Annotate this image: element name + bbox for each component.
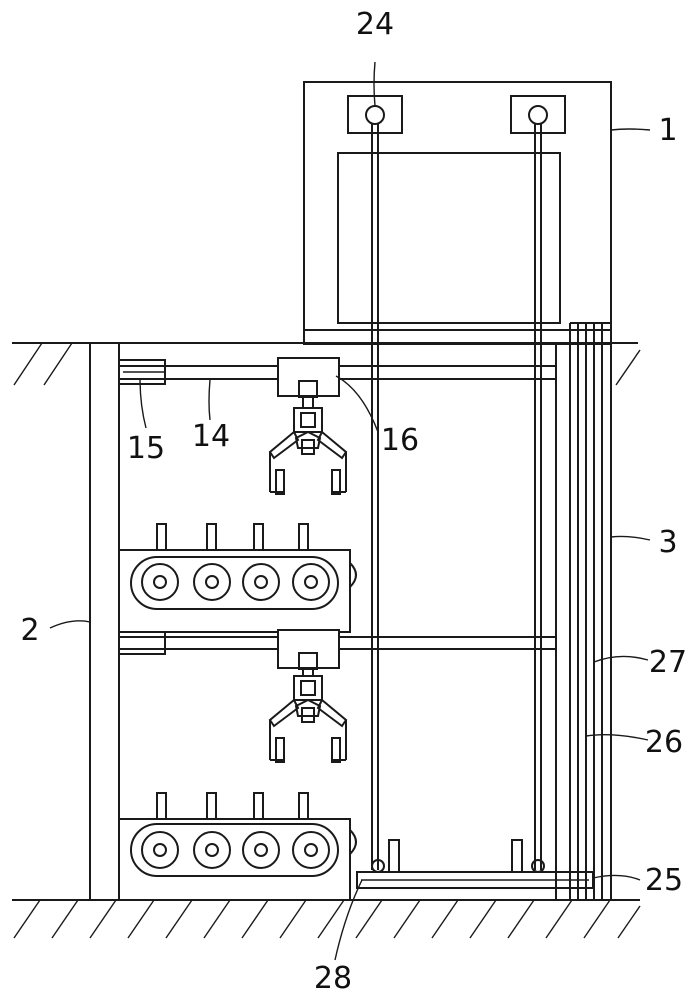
pulley-left bbox=[347, 95, 403, 344]
label-14: 14 bbox=[192, 419, 230, 454]
right-frame-posts bbox=[555, 322, 612, 900]
label-3: 3 bbox=[658, 525, 677, 560]
label-28: 28 bbox=[314, 961, 352, 996]
label-1: 1 bbox=[658, 113, 677, 148]
upper-gripper bbox=[268, 430, 348, 495]
pulley-right bbox=[510, 95, 566, 344]
label-15: 15 bbox=[127, 431, 165, 466]
lower-conveyor bbox=[118, 792, 357, 901]
lift-platform bbox=[356, 839, 594, 889]
left-column bbox=[89, 342, 120, 901]
lower-gripper bbox=[268, 698, 348, 763]
lower-carriage bbox=[277, 629, 340, 701]
label-2: 2 bbox=[20, 613, 39, 648]
upper-conveyor bbox=[118, 523, 357, 633]
label-26: 26 bbox=[645, 725, 683, 760]
label-24: 24 bbox=[356, 7, 394, 42]
inner-guides bbox=[371, 343, 542, 870]
upper-carriage bbox=[277, 357, 340, 433]
label-25: 25 bbox=[645, 863, 683, 898]
top-housing bbox=[303, 81, 612, 345]
leader-lines bbox=[49, 61, 651, 961]
ground-bottom-hatch bbox=[12, 899, 641, 939]
label-16: 16 bbox=[381, 423, 419, 458]
label-27: 27 bbox=[649, 645, 687, 680]
